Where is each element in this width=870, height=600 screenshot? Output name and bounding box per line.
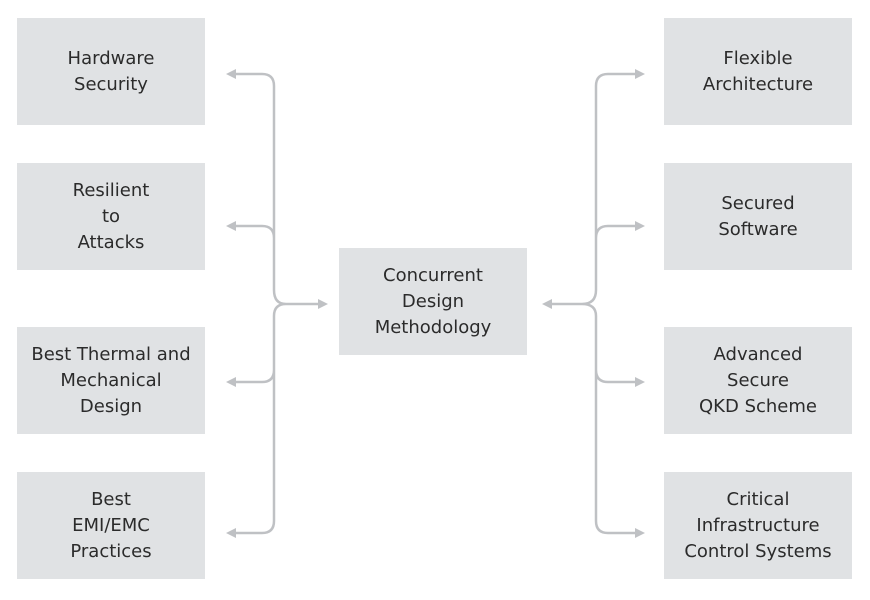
box-best-thermal-mechanical-design: Best Thermal and Mechanical Design xyxy=(17,327,205,434)
box-critical-infrastructure-control-systems: Critical Infrastructure Control Systems xyxy=(664,472,852,579)
left-bracket-line xyxy=(234,72,318,535)
arrow-to-advanced-secure-qkd xyxy=(635,377,645,387)
arrow-to-best-emi-emc xyxy=(226,528,236,538)
arrow-to-best-thermal xyxy=(226,377,236,387)
arrow-to-resilient-to-attacks xyxy=(226,221,236,231)
box-best-emi-emc-practices: Best EMI/EMC Practices xyxy=(17,472,205,579)
arrow-to-secured-software xyxy=(635,221,645,231)
arrow-to-flexible-architecture xyxy=(635,69,645,79)
box-advanced-secure-qkd-scheme: Advanced Secure QKD Scheme xyxy=(664,327,852,434)
box-hardware-security: Hardware Security xyxy=(17,18,205,125)
arrow-to-center-from-right xyxy=(542,299,552,309)
arrow-to-critical-infrastructure xyxy=(635,528,645,538)
arrow-to-center-from-left xyxy=(318,299,328,309)
box-concurrent-design-methodology: Concurrent Design Methodology xyxy=(339,248,527,355)
box-resilient-to-attacks: Resilient to Attacks xyxy=(17,163,205,270)
box-flexible-architecture: Flexible Architecture xyxy=(664,18,852,125)
box-secured-software: Secured Software xyxy=(664,163,852,270)
right-bracket-line xyxy=(552,72,636,535)
arrow-to-hardware-security xyxy=(226,69,236,79)
